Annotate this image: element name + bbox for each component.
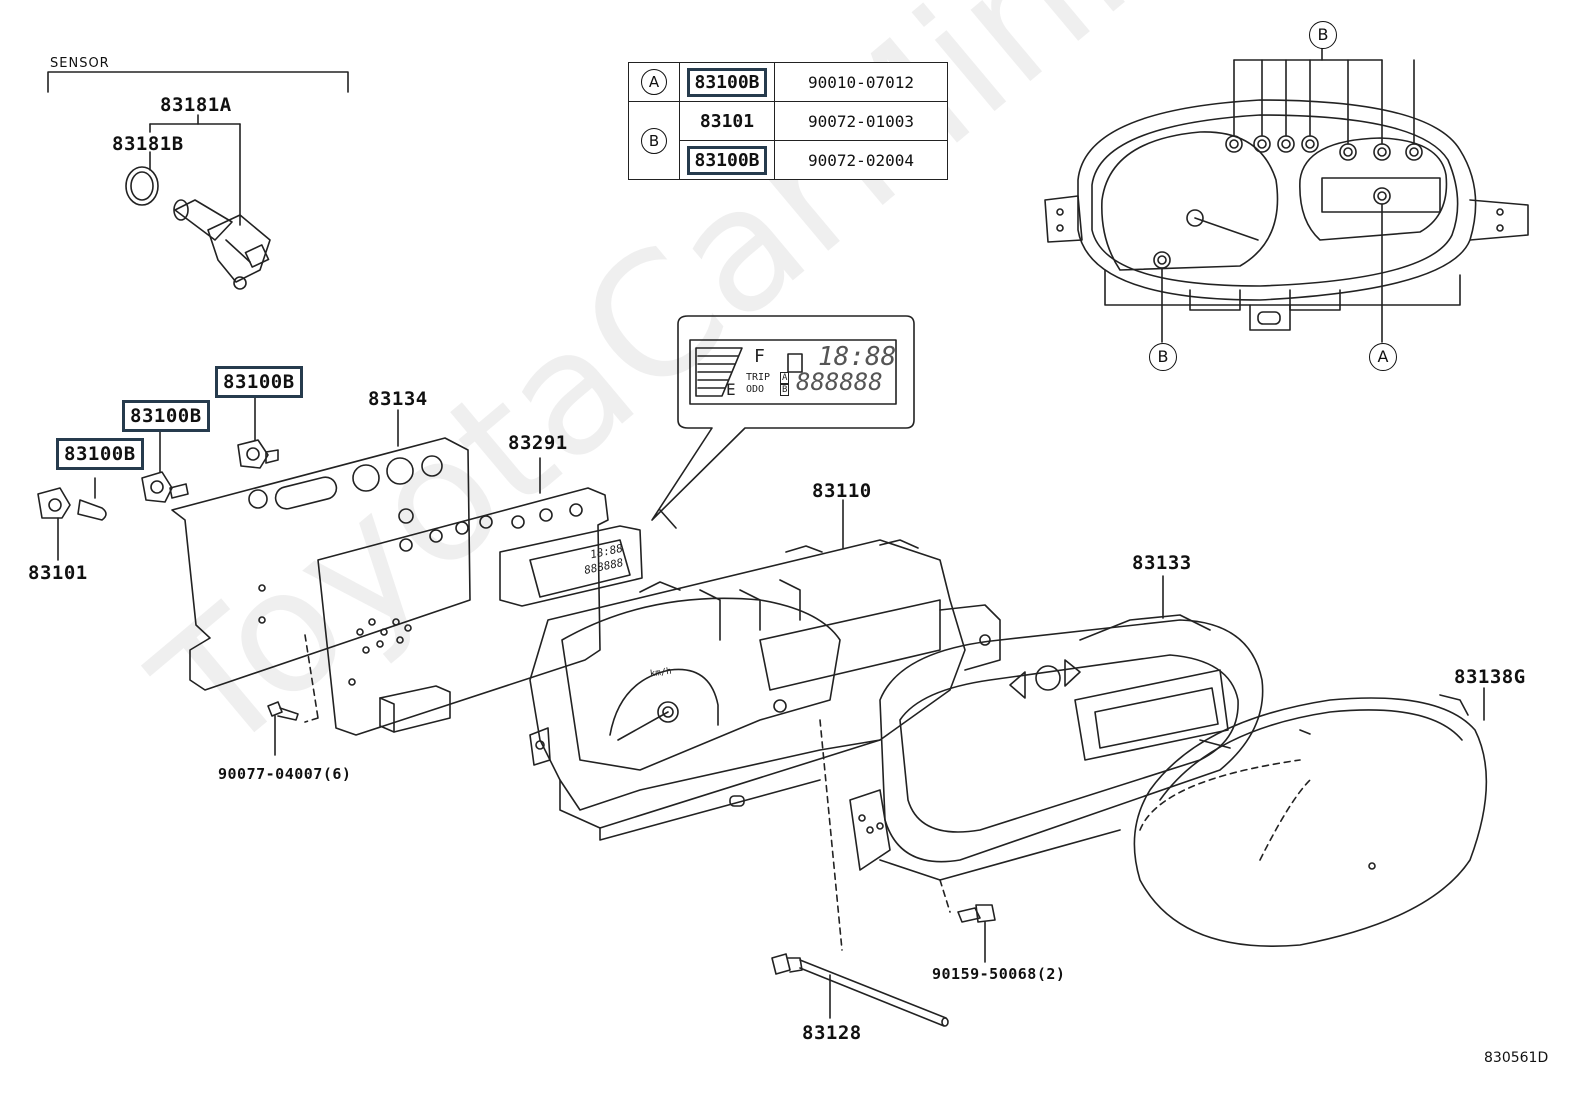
mark-a: A (641, 69, 667, 95)
mark-b: B (641, 127, 667, 154)
socket-83100b-2 (237, 397, 279, 469)
shaft-83128 (771, 953, 949, 1027)
lcd-a: A (780, 372, 790, 384)
reference-table: A 83100B 90010-07012 B 83101 90072-01003… (628, 62, 948, 180)
sensor-bracket (47, 71, 349, 93)
table-code: 90072-02004 (774, 140, 948, 180)
speed-sensor-drawing (173, 199, 271, 290)
table-row: 83100B 90072-02004 (629, 140, 948, 180)
lcd-fuel-f: F (754, 346, 765, 367)
callout-b-top: B (1309, 21, 1337, 49)
table-code: 90010-07012 (774, 62, 948, 102)
part-label-83138g: 83138G (1454, 666, 1526, 688)
part-label-83291: 83291 (508, 432, 568, 454)
socket-83100b-1 (141, 429, 189, 503)
table-code: 90072-01003 (774, 101, 948, 141)
lcd-callout (651, 315, 915, 521)
bulb-83101 (37, 477, 107, 561)
lcd-clock: 18:88 (818, 342, 897, 372)
part-label-83101: 83101 (28, 562, 88, 584)
table-part-83100b-b: 83100B (687, 145, 767, 175)
table-part-83101: 83101 (679, 101, 775, 141)
callout-a-bottom: A (1369, 343, 1397, 371)
part-label-83181a: 83181A (160, 94, 232, 116)
lcd-odo: ODO (746, 384, 765, 395)
o-ring-drawing (125, 166, 159, 206)
table-part-83100b-a: 83100B (687, 67, 767, 97)
part-label-83133: 83133 (1132, 552, 1192, 574)
part-label-83134: 83134 (368, 388, 428, 410)
lcd-odometer: 888888 (796, 368, 883, 396)
part-label-90159: 90159-50068(2) (932, 965, 1066, 983)
lcd-b: B (780, 384, 790, 396)
circuit-plate-83134 (171, 409, 471, 691)
part-label-83110: 83110 (812, 480, 872, 502)
sensor-group-label: SENSOR (50, 56, 110, 71)
screw-90159 (957, 904, 996, 963)
lcd-fuel-e: E (726, 380, 736, 399)
part-label-83100b-top: 83100B (215, 366, 303, 398)
lcd-module (499, 509, 677, 607)
glass-83138g (1133, 687, 1488, 947)
callout-b-bottom: B (1149, 343, 1177, 371)
part-label-83181b: 83181B (112, 133, 184, 155)
sensor-leaders (149, 114, 241, 226)
meter-overview (1044, 45, 1529, 343)
part-label-83128: 83128 (802, 1022, 862, 1044)
lcd-trip: TRIP (746, 372, 771, 383)
diagram-code: 830561D (1484, 1050, 1549, 1066)
screw-90077 (267, 701, 299, 756)
part-label-83100b-left: 83100B (56, 438, 144, 470)
part-label-83100b-mid: 83100B (122, 400, 210, 432)
bezel-83133 (849, 575, 1264, 881)
table-row: A 83100B 90010-07012 (628, 62, 948, 102)
table-row: B 83101 90072-01003 (628, 101, 948, 180)
part-label-90077: 90077-04007(6) (218, 765, 352, 783)
housing-83110 (529, 499, 1001, 841)
